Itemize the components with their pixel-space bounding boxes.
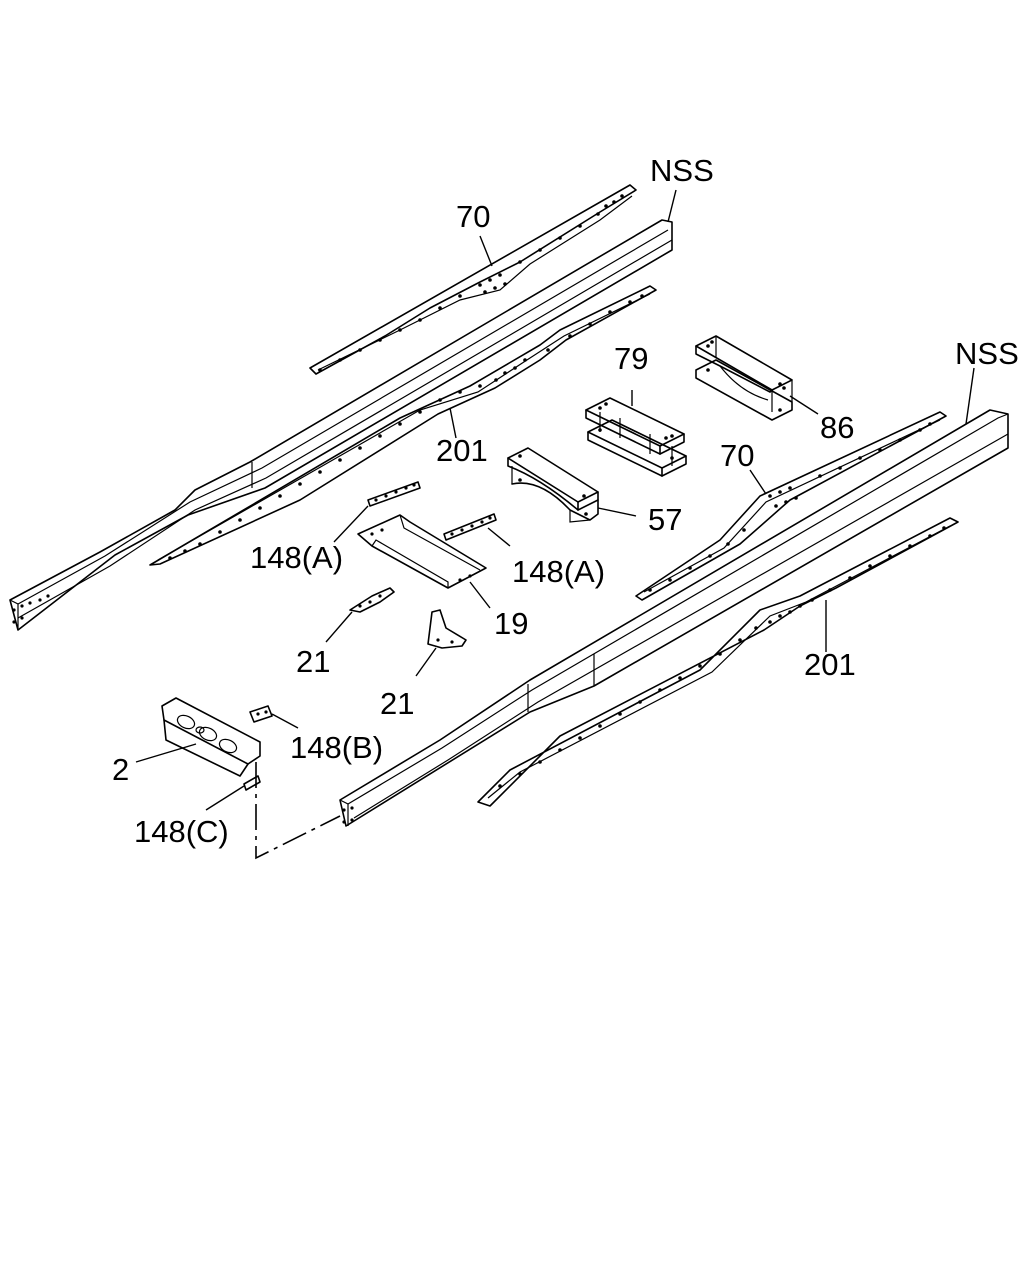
label-19: 19	[494, 606, 528, 641]
plate-148b	[249, 705, 273, 723]
crossmember-57	[507, 447, 599, 523]
label-148c: 148(C)	[134, 814, 229, 849]
label-nss-upper: NSS	[650, 153, 714, 188]
bracket-148a-left	[367, 481, 421, 507]
crossmember-79	[585, 397, 687, 477]
label-21-upper: 21	[296, 644, 330, 679]
part-labels: NSS 70 NSS 79 86 201 70 57 148(A) 148(A)…	[112, 153, 1019, 849]
bracket-21-lower	[427, 609, 467, 649]
label-70-lower: 70	[720, 438, 754, 473]
label-148a-right: 148(A)	[512, 554, 605, 589]
crossmember-2	[161, 697, 261, 777]
crossmember-19	[357, 514, 487, 589]
bracket-21-upper	[349, 587, 395, 613]
plate-148c	[243, 775, 261, 791]
label-nss-lower: NSS	[955, 336, 1019, 371]
side-rail-upper	[9, 219, 673, 631]
reinforcement-plate-70-upper	[309, 184, 637, 375]
label-148a-left: 148(A)	[250, 540, 343, 575]
leader-lines	[135, 189, 975, 811]
label-201-lower: 201	[804, 647, 856, 682]
inner-plate-201-lower	[477, 517, 959, 807]
label-79: 79	[614, 341, 648, 376]
label-201-upper: 201	[436, 433, 488, 468]
crossmember-86	[695, 335, 793, 421]
label-70-upper: 70	[456, 199, 490, 234]
label-21-lower: 21	[380, 686, 414, 721]
side-rail-lower	[339, 409, 1009, 827]
inner-plate-201-upper	[149, 285, 657, 566]
label-2: 2	[112, 752, 129, 787]
assembly-line	[255, 762, 341, 860]
label-86: 86	[820, 410, 854, 445]
label-148b: 148(B)	[290, 730, 383, 765]
bracket-148a-right	[443, 513, 497, 541]
label-57: 57	[648, 502, 682, 537]
reinforcement-plate-70-lower	[635, 411, 947, 601]
